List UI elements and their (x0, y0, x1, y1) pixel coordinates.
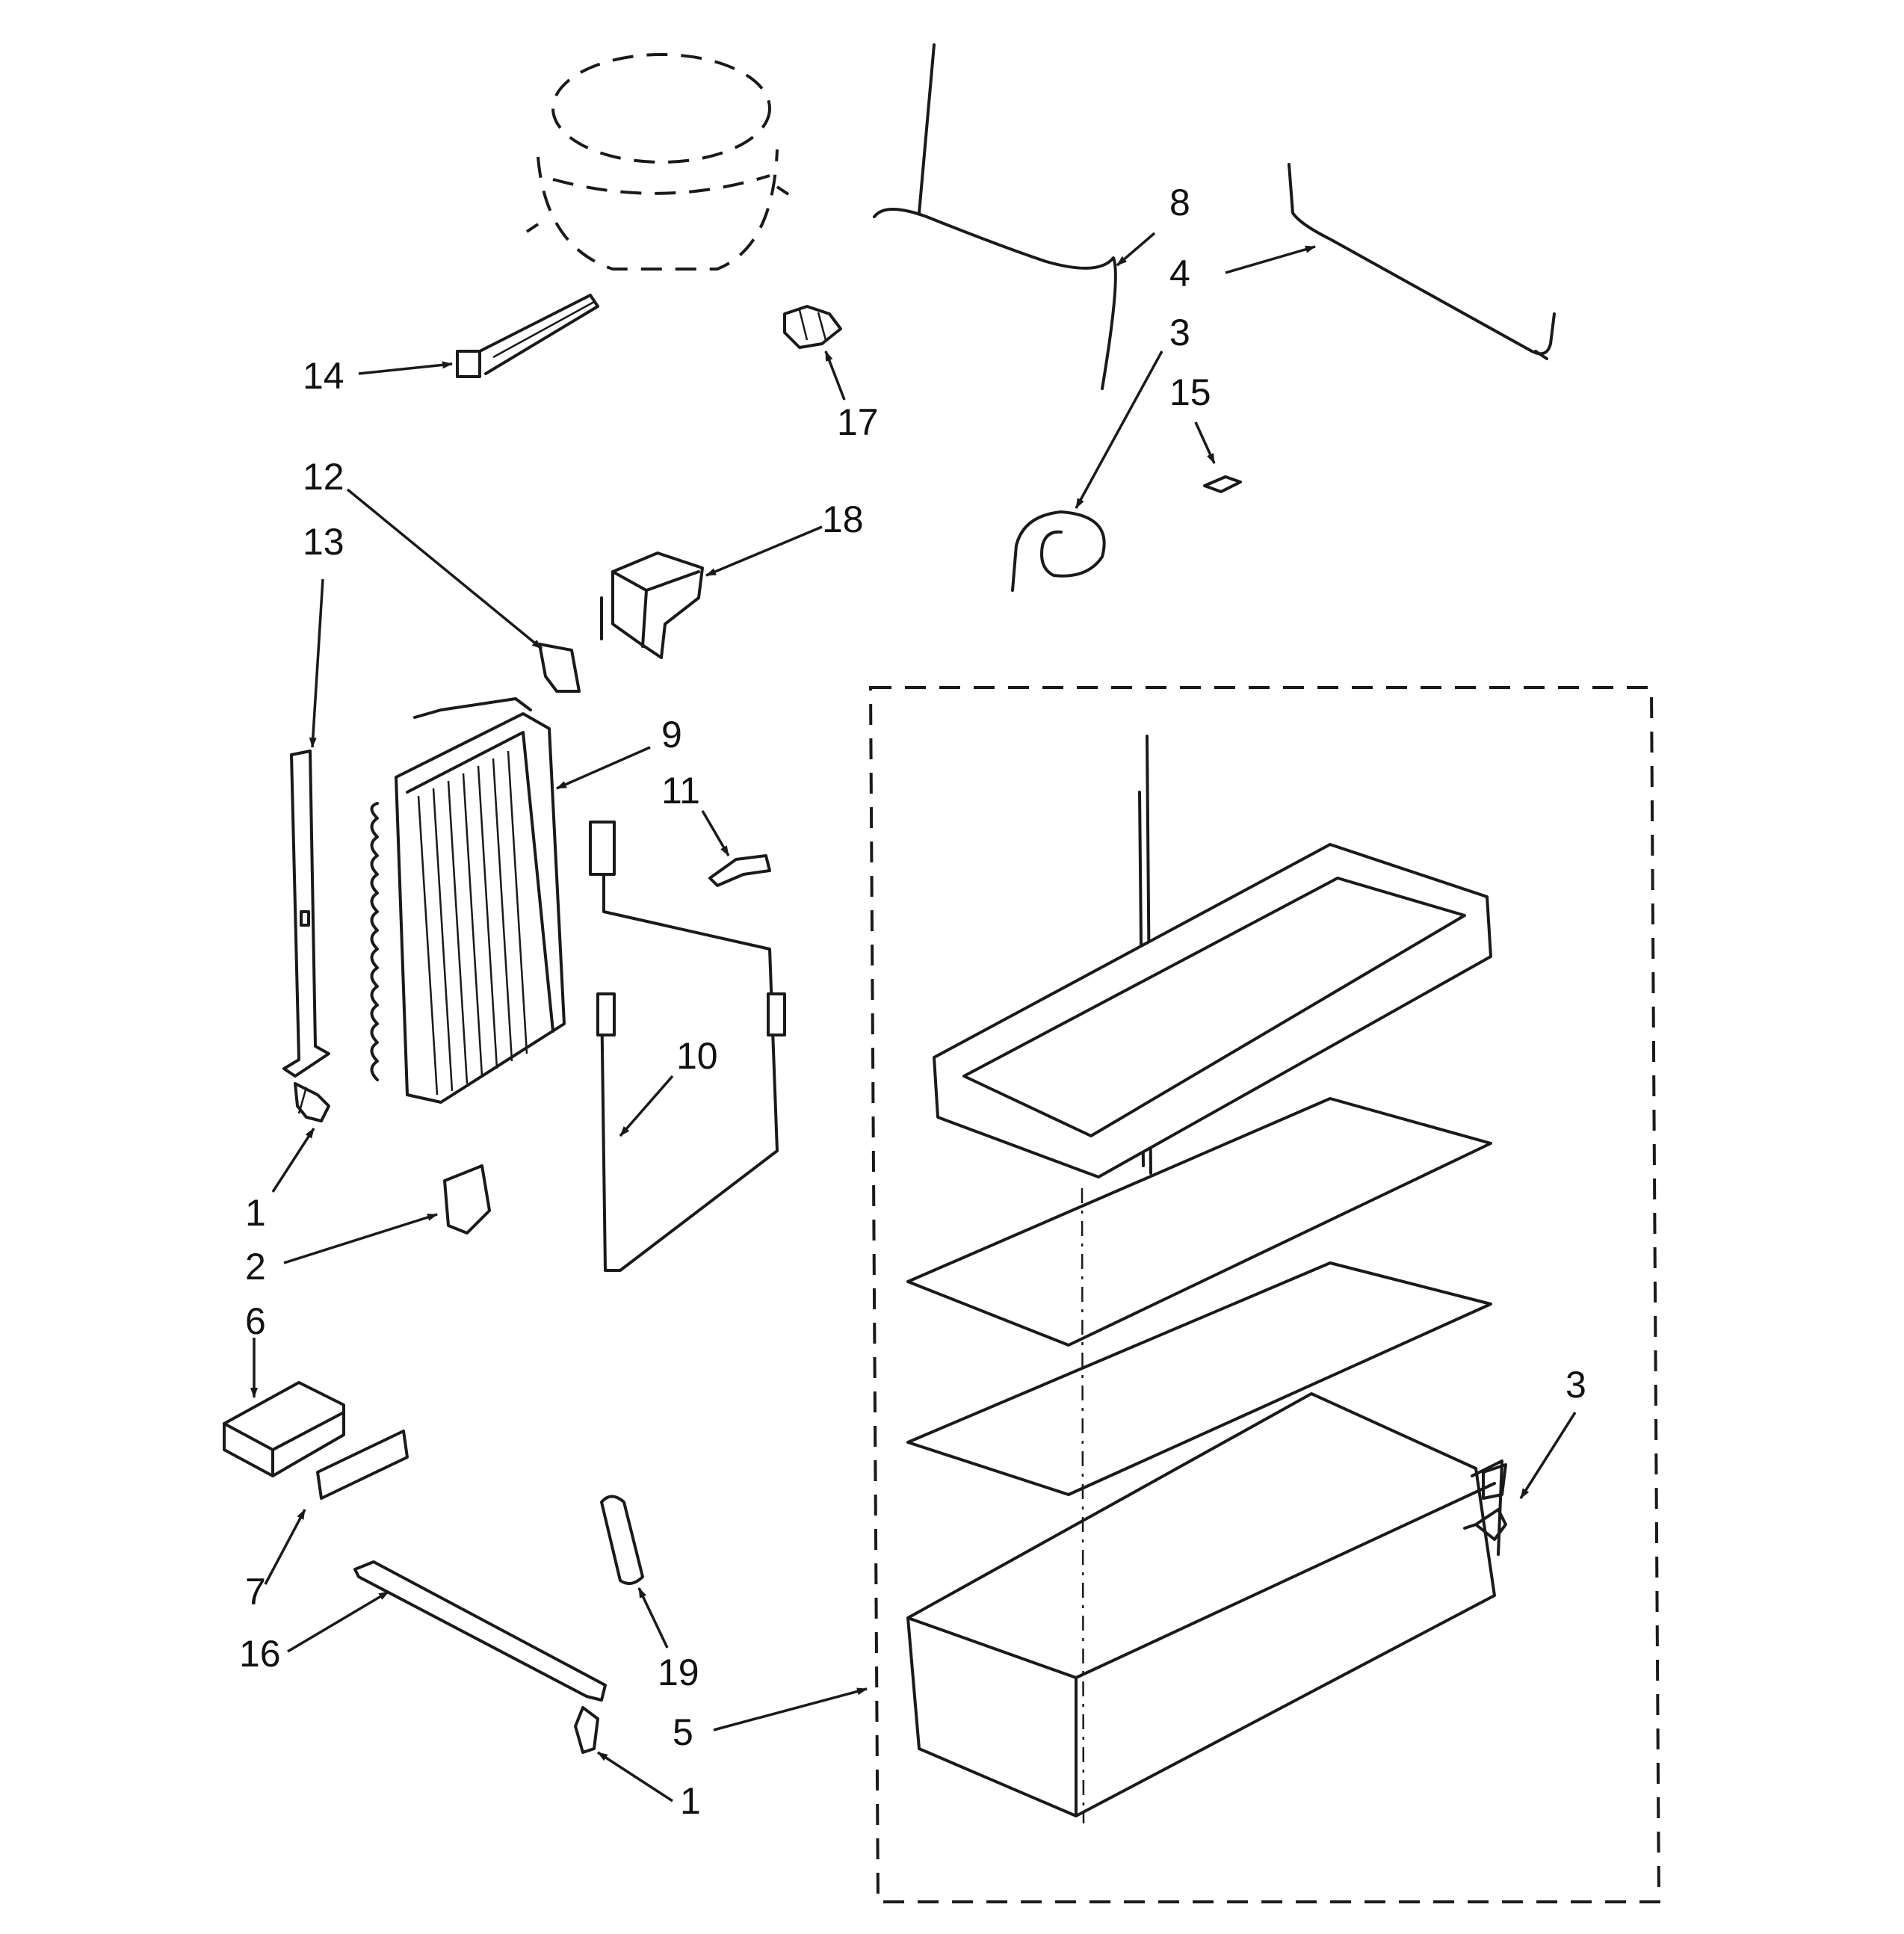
callout-13: 13 (303, 521, 344, 563)
part-13-strip (282, 750, 330, 1078)
part-6-bracket (223, 1381, 345, 1477)
part-5-drain-pan-assembly (868, 686, 1661, 1903)
part-11-clip (708, 854, 771, 887)
callout-10: 10 (676, 1035, 718, 1077)
callout-11: 11 (661, 770, 700, 812)
part-4-tube (1288, 163, 1556, 360)
part-8-tube (873, 43, 1117, 390)
callout-18: 18 (822, 498, 864, 540)
callout-3-right: 3 (1565, 1364, 1586, 1406)
callout-16: 16 (239, 1633, 281, 1675)
callout-5: 5 (673, 1711, 693, 1753)
part-3-screw-right (1463, 1508, 1507, 1541)
part-18-bracket (600, 552, 704, 659)
part-1-screw-lower (574, 1706, 599, 1754)
callout-1: 1 (245, 1192, 266, 1234)
leader-lines (250, 232, 1577, 1802)
part-16-bar (353, 1560, 607, 1702)
callout-numbers: 8 4 3 15 14 17 12 13 18 9 11 10 1 2 6 7 … (239, 182, 1586, 1822)
part-19-tube (600, 1495, 644, 1585)
part-14-cable-tie (456, 294, 599, 378)
part-17-clip (783, 305, 842, 349)
part-10-defrost-heater (589, 821, 786, 1272)
part-3-tube-coil (1011, 510, 1106, 592)
part-7-plate (316, 1430, 409, 1500)
callout-4: 4 (1169, 253, 1190, 294)
part-2-bracket (443, 1164, 491, 1235)
callout-6: 6 (245, 1300, 266, 1342)
part-9-evaporator (370, 697, 566, 1104)
callout-19: 19 (658, 1652, 699, 1693)
callout-17: 17 (837, 401, 879, 443)
callout-12: 12 (303, 456, 344, 498)
part-12-bracket (538, 643, 581, 693)
callout-8: 8 (1169, 182, 1190, 223)
compressor-outline (525, 53, 790, 271)
callout-2: 2 (245, 1246, 266, 1288)
callout-9: 9 (661, 714, 682, 756)
callout-7: 7 (245, 1571, 266, 1613)
callout-1-lower: 1 (680, 1780, 701, 1822)
callout-3: 3 (1169, 312, 1190, 353)
part-1-screw-upper (294, 1082, 330, 1122)
part-15-clip (1203, 475, 1242, 493)
callout-15: 15 (1169, 371, 1211, 413)
callout-14: 14 (303, 355, 344, 397)
